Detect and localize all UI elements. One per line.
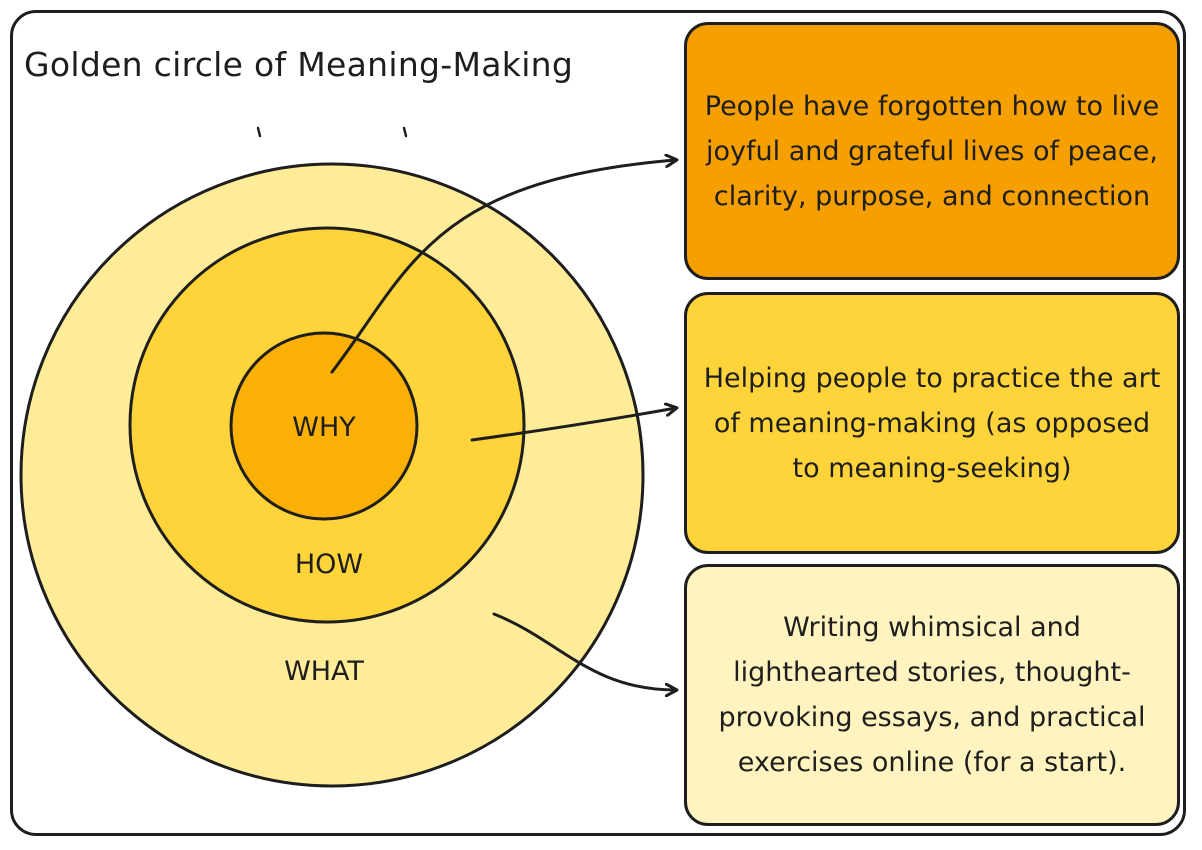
what-card-text: Writing whimsical and lighthearted stori… [718,612,1146,778]
how-card-text: Helping people to practice the art of me… [703,362,1161,484]
arrow-what-to-card [492,612,676,690]
why-circle [229,331,419,521]
why-card-text: People have forgotten how to live joyful… [704,90,1160,212]
diagram-title: Golden circle of Meaning-Making [24,45,574,84]
arrow-how-to-card [470,408,676,442]
canvas-frame [10,10,1186,836]
why-label: WHY [292,412,356,443]
outer-ring-tick-left [256,126,262,138]
why-card: People have forgotten how to live joyful… [684,22,1180,280]
arrow-why-to-card [330,160,676,374]
how-label: HOW [295,549,363,580]
outer-ring-tick-right [402,126,408,138]
what-label: WHAT [284,656,364,687]
what-card: Writing whimsical and lighthearted stori… [684,564,1180,826]
how-card: Helping people to practice the art of me… [684,292,1180,554]
